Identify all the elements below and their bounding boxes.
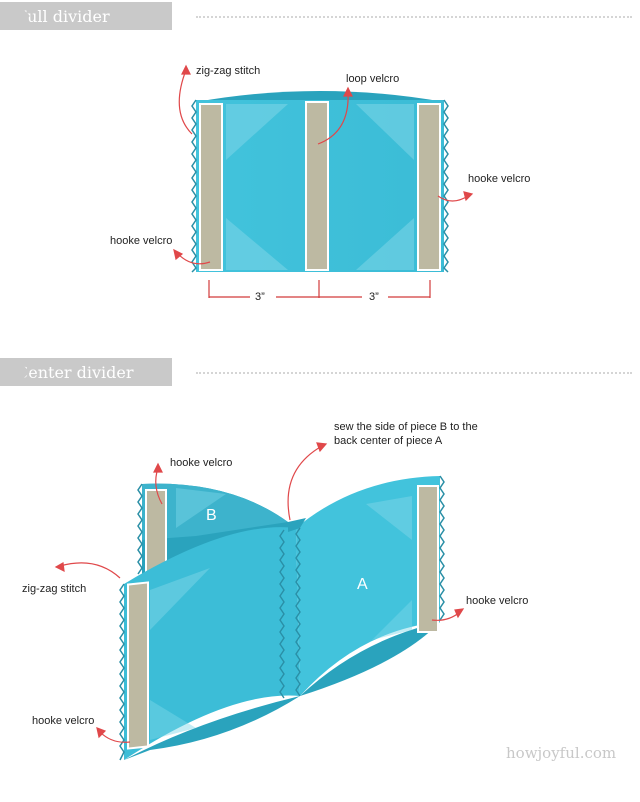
label-hooke-velcro-right-bottom: hooke velcro xyxy=(466,595,529,607)
center-divider-rule xyxy=(196,372,632,374)
center-divider-title: Center divider xyxy=(0,358,172,386)
dimension-right-label: 3” xyxy=(369,291,379,303)
piece-a-zigzag-right xyxy=(439,475,445,621)
zigzag-edge-right xyxy=(443,99,449,273)
center-seam-zigzag-left xyxy=(279,529,285,699)
label-hooke-velcro-left-top: hooke velcro xyxy=(110,235,173,247)
piece-a-velcro-right xyxy=(417,485,439,633)
zigzag-edge-left xyxy=(191,99,197,273)
piece-b-zigzag xyxy=(137,483,143,575)
piece-a-label: A xyxy=(357,576,368,593)
piece-b-velcro xyxy=(145,489,167,573)
full-divider-banner: Full divider xyxy=(0,2,172,30)
velcro-strip-center xyxy=(305,101,329,271)
label-hooke-velcro-b: hooke velcro xyxy=(170,457,233,469)
full-divider-arrows xyxy=(173,64,474,265)
label-sew-note-line2: back center of piece A xyxy=(334,435,443,447)
center-seam-zigzag-right xyxy=(295,527,301,697)
label-loop-velcro: loop velcro xyxy=(346,73,400,85)
piece-b-label: B xyxy=(206,507,217,524)
label-hooke-velcro-right-top: hooke velcro xyxy=(468,173,531,185)
velcro-strip-left xyxy=(199,103,223,271)
piece-a-panel xyxy=(119,475,445,761)
site-logo: howjoyful.com xyxy=(506,744,617,762)
label-zigzag-stitch-top: zig-zag stitch xyxy=(196,65,261,77)
center-divider-arrows xyxy=(54,442,465,743)
label-zigzag-stitch-bottom: zig-zag stitch xyxy=(22,583,87,595)
label-sew-note-line1: sew the side of piece B to the xyxy=(334,421,478,433)
dimension-lines xyxy=(208,280,431,298)
dimension-left-label: 3” xyxy=(255,291,265,303)
velcro-strip-right xyxy=(417,103,441,271)
full-divider-panel xyxy=(191,91,449,273)
full-divider-rule xyxy=(196,16,632,18)
piece-a-velcro-left xyxy=(127,581,149,750)
piece-a-zigzag-left xyxy=(119,583,125,761)
center-divider-banner: Center divider xyxy=(0,358,172,386)
label-hooke-velcro-left-bottom: hooke velcro xyxy=(32,715,95,727)
full-divider-title: Full divider xyxy=(0,2,172,30)
